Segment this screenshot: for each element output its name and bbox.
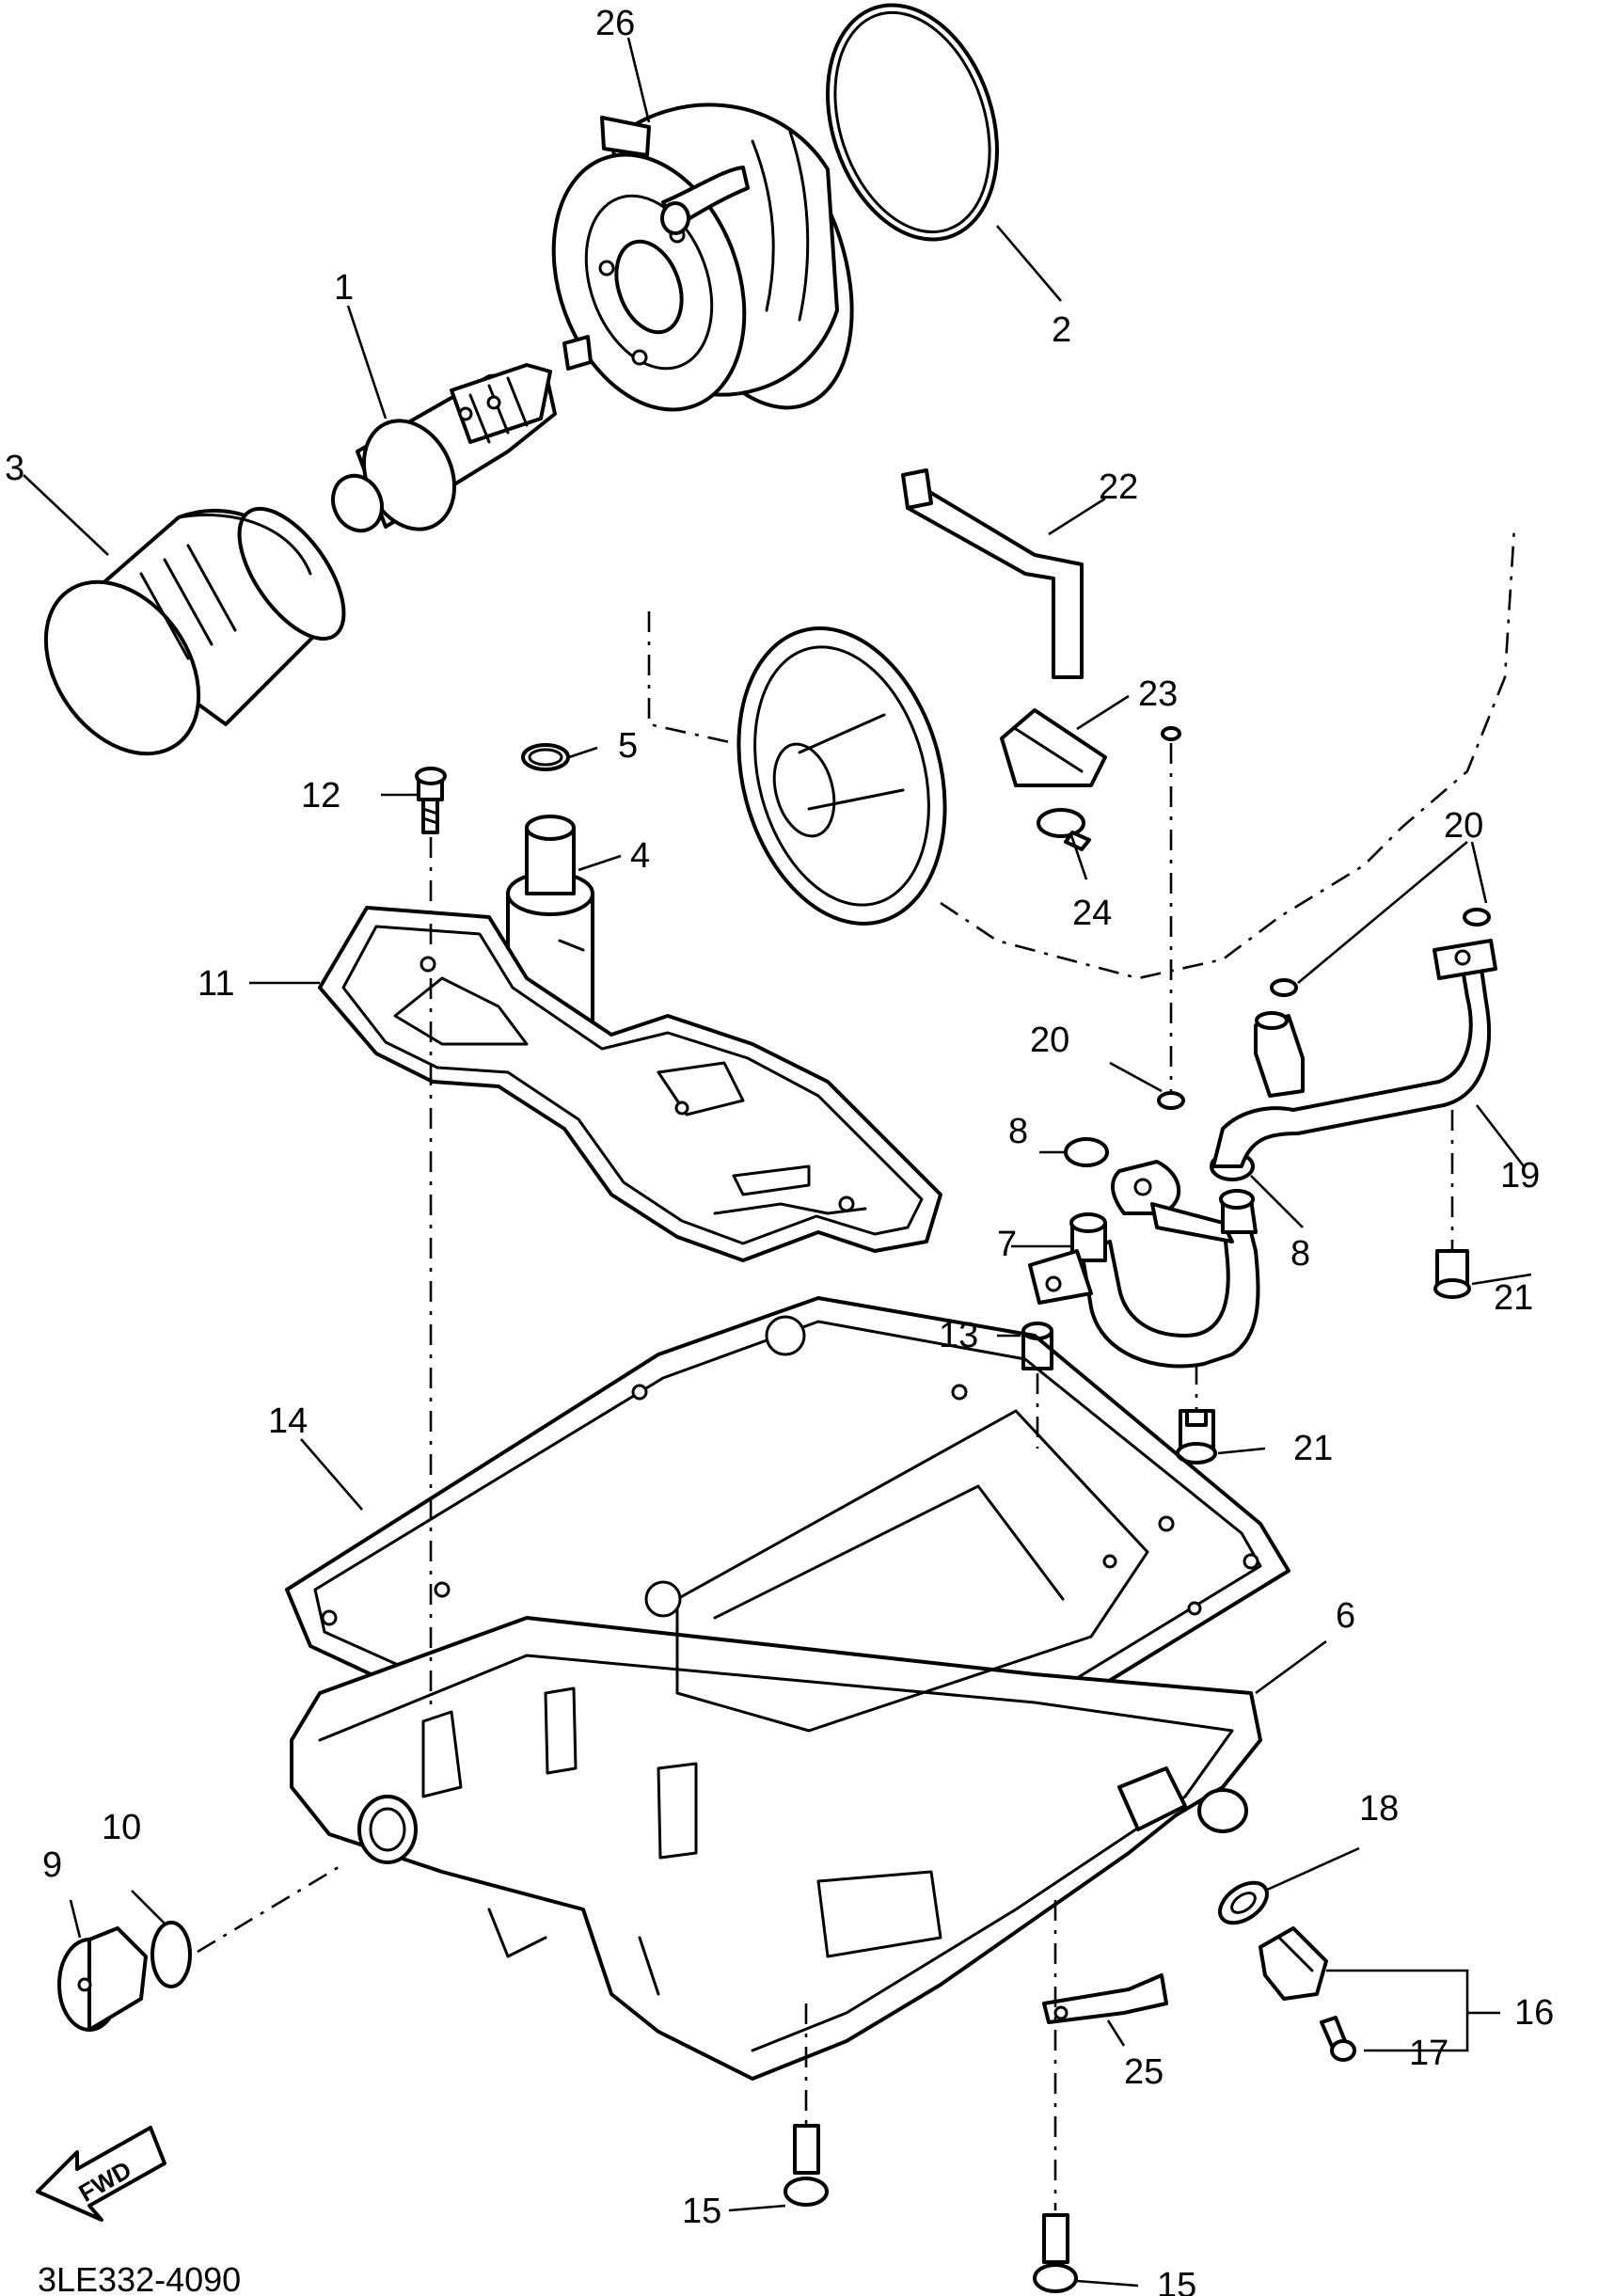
o-rings-20 (1157, 726, 1491, 1110)
label-15a: 15 (682, 2192, 721, 2231)
forward-arrow-icon: FWD (36, 2126, 166, 2222)
screw-17 (1320, 2016, 1356, 2062)
label-11: 11 (198, 964, 234, 1004)
o-ring-large (826, 3, 999, 242)
diagram-code: 3LE332-4090 (38, 2260, 241, 2296)
label-5: 5 (618, 726, 638, 766)
label-10: 10 (102, 1808, 141, 1847)
label-20a: 20 (1030, 1021, 1069, 1060)
label-18: 18 (1359, 1789, 1399, 1829)
bolts-21 (1176, 1249, 1471, 1465)
label-13: 13 (939, 1316, 978, 1355)
o-ring-small (521, 743, 570, 771)
label-16: 16 (1514, 1993, 1554, 2033)
label-21a: 21 (1494, 1278, 1533, 1318)
grommet (1000, 708, 1107, 787)
oil-pipe-19 (1211, 939, 1497, 1168)
oil-cooler (551, 103, 854, 412)
label-17: 17 (1409, 2034, 1449, 2073)
label-12: 12 (301, 776, 340, 815)
label-24: 24 (1072, 894, 1112, 933)
washer-18 (1218, 1880, 1269, 1925)
label-15b: 15 (1157, 2266, 1196, 2296)
oil-pipe-7 (1028, 1160, 1260, 1369)
label-2: 2 (1052, 310, 1071, 350)
oil-strainer (736, 626, 947, 926)
gasket-10 (150, 1921, 192, 1988)
strainer-gasket (318, 906, 942, 1262)
oil-filter (43, 506, 346, 756)
label-20b: 20 (1444, 806, 1483, 846)
leader-lines (23, 37, 1532, 2288)
bracket-25 (1042, 1973, 1168, 2024)
bolts-15 (784, 2124, 1078, 2293)
label-6: 6 (1336, 1596, 1355, 1636)
label-21b: 21 (1293, 1429, 1333, 1468)
label-9: 9 (42, 1845, 62, 1885)
dowel-pin (1021, 1322, 1053, 1370)
oil-pan (290, 1409, 1262, 2081)
label-14: 14 (268, 1401, 308, 1441)
label-26: 26 (595, 4, 635, 43)
assembly-lines (197, 526, 1516, 2210)
breather-hose (901, 468, 1084, 679)
label-22: 22 (1099, 467, 1138, 507)
label-4: 4 (630, 836, 650, 876)
label-25: 25 (1124, 2052, 1164, 2092)
label-7: 7 (997, 1225, 1017, 1264)
hose-clamp (1037, 808, 1091, 851)
label-19: 19 (1500, 1156, 1540, 1196)
drain-plug-9 (57, 1926, 148, 2032)
label-23: 23 (1138, 674, 1178, 714)
part-labels: 26 2 1 3 22 23 24 5 4 12 11 20 20 8 8 19… (5, 4, 1554, 2296)
union-bolt (331, 363, 557, 533)
label-1: 1 (334, 268, 354, 308)
bolt-12 (415, 767, 447, 834)
drain-bolt-16 (1259, 1926, 1328, 2001)
label-8a: 8 (1008, 1112, 1028, 1151)
label-3: 3 (5, 449, 24, 488)
label-8b: 8 (1290, 1234, 1310, 1274)
